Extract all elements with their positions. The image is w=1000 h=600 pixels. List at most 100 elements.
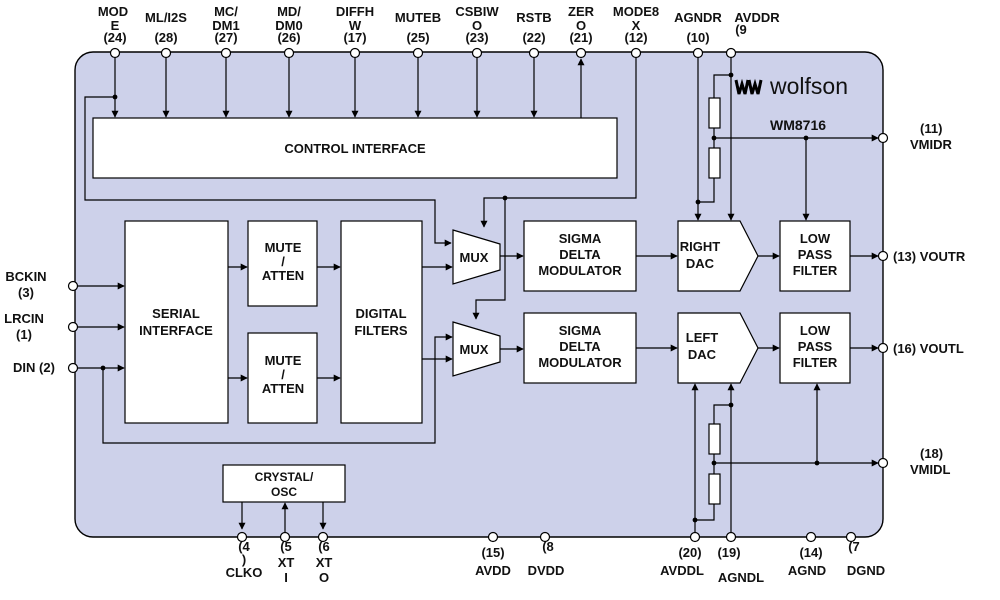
mute-atten-lower-block xyxy=(247,332,318,424)
pin-20-avddl xyxy=(689,531,701,543)
xti-label-2: I xyxy=(284,570,288,585)
pin-6-xto xyxy=(317,531,329,543)
pin-11-vmidr xyxy=(877,132,889,144)
vmidr-number: (11) xyxy=(920,121,942,136)
pin-zero-number: (21) xyxy=(569,30,592,45)
pin-27-mc-dm1 xyxy=(220,47,232,59)
left-dac-label-2: DAC xyxy=(688,347,717,362)
analog-right-wires xyxy=(691,58,879,532)
pin-24-mode xyxy=(109,47,121,59)
mux-upper-label: MUX xyxy=(460,250,489,265)
pin-15-avdd xyxy=(487,531,499,543)
pin-rstb-label: RSTB xyxy=(516,10,551,25)
vmidr-label: VMIDR xyxy=(910,137,953,152)
left-pin-labels: BCKIN (3) LRCIN (1) DIN (2) xyxy=(4,269,55,375)
pin-23-csbiwo xyxy=(471,47,483,59)
pin-17-diffhw xyxy=(349,47,361,59)
lpf-lower-label-2: PASS xyxy=(798,339,833,354)
bottom-pin-labels: (4 ) CLKO (5 XT I (6 XT O (15) AVDD (8 D… xyxy=(226,539,886,585)
pin-ml-i2s-number: (28) xyxy=(154,30,177,45)
avdd-number: (15) xyxy=(481,545,504,560)
left-dac-block xyxy=(677,312,759,384)
agndl-number: (19) xyxy=(717,545,740,560)
pin-1-lrcin xyxy=(67,321,79,333)
agndl-label: AGNDL xyxy=(718,570,764,585)
voutl-label: (16) VOUTL xyxy=(893,341,964,356)
avddl-label: AVDDL xyxy=(660,563,704,578)
sigma-delta-lower-label-3: MODULATOR xyxy=(538,355,622,370)
lrcin-label: LRCIN xyxy=(4,311,44,326)
sigma-delta-lower-block xyxy=(523,312,637,384)
lpf-upper-label: LOW xyxy=(800,231,831,246)
sigma-delta-upper-label-2: DELTA xyxy=(559,247,601,262)
pin-5-xti xyxy=(279,531,291,543)
vmidl-label: VMIDL xyxy=(910,462,951,477)
digital-filters-label: DIGITAL xyxy=(355,306,406,321)
sigma-delta-upper-label-3: MODULATOR xyxy=(538,263,622,278)
vmidl-number: (18) xyxy=(920,446,943,461)
logo-wordmark: wolfson xyxy=(769,73,848,99)
xti-label: XT xyxy=(278,555,295,570)
pin-agndr-number: (10) xyxy=(686,30,709,45)
resistor-r2 xyxy=(708,147,721,179)
right-dac-block xyxy=(677,220,759,292)
pin-diffhw-label: DIFFH xyxy=(336,4,374,19)
pin-mode-label-2: E xyxy=(111,18,120,33)
pin-muteb-number: (25) xyxy=(406,30,429,45)
pin-mode8x-label-2: X xyxy=(632,18,641,33)
lpf-upper-block xyxy=(779,220,851,292)
sigma-delta-lower-label: SIGMA xyxy=(559,323,602,338)
right-pin-labels: (11) VMIDR (13) VOUTR (16) VOUTL (18) VM… xyxy=(893,121,966,477)
mute-atten-upper-label-2: ATTEN xyxy=(262,268,304,283)
sigma-delta-lower-label-2: DELTA xyxy=(559,339,601,354)
mute-atten-lower-label-2: ATTEN xyxy=(262,381,304,396)
wolfson-logo: wolfson xyxy=(734,73,848,99)
resistor-r3 xyxy=(708,423,721,455)
din-label: DIN (2) xyxy=(13,360,55,375)
pin-mode8x-number: (12) xyxy=(624,30,647,45)
pin-3-bckin xyxy=(67,280,79,292)
pin-rstb-number: (22) xyxy=(522,30,545,45)
pin-mc-dm1-number: (27) xyxy=(214,30,237,45)
lrcin-number: (1) xyxy=(16,327,32,342)
mute-atten-lower-label: MUTE xyxy=(265,353,302,368)
lpf-lower-label-3: FILTER xyxy=(793,355,838,370)
serial-interface-label-2: INTERFACE xyxy=(139,323,213,338)
pin-agndr-label: AGNDR xyxy=(674,10,722,25)
pin-zero-label-2: O xyxy=(576,18,586,33)
right-dac-label: RIGHT xyxy=(680,239,721,254)
pin-diffhw-label-2: W xyxy=(349,18,362,33)
mux-lower-label: MUX xyxy=(460,342,489,357)
resistor-r1 xyxy=(708,97,721,129)
pin-25-muteb xyxy=(412,47,424,59)
pin-diffhw-number: (17) xyxy=(343,30,366,45)
control-interface-label: CONTROL INTERFACE xyxy=(284,141,426,156)
mute-atten-lower-slash: / xyxy=(281,367,285,382)
pin-21-zero xyxy=(575,47,587,59)
pin-mc-dm1-label-2: DM1 xyxy=(212,18,239,33)
xti-number: (5 xyxy=(280,539,292,554)
right-dac-label-2: DAC xyxy=(686,256,715,271)
serial-interface-label: SERIAL xyxy=(152,306,200,321)
mute-atten-upper-slash: / xyxy=(281,254,285,269)
bckin-number: (3) xyxy=(18,285,34,300)
pin-9-avddr xyxy=(725,47,737,59)
lpf-lower-label: LOW xyxy=(800,323,831,338)
agnd-number: (14) xyxy=(799,545,822,560)
pin-26-md-dm0 xyxy=(283,47,295,59)
pin-14-agnd xyxy=(805,531,817,543)
dvdd-label: DVDD xyxy=(528,563,565,578)
crystal-osc-label-2: OSC xyxy=(271,485,297,499)
crystal-osc-block xyxy=(222,464,346,503)
signal-path-wires xyxy=(102,252,879,444)
pin-csbiwo-label: CSBIW xyxy=(455,4,499,19)
avddl-number: (20) xyxy=(678,545,701,560)
crystal-osc-label: CRYSTAL/ xyxy=(255,470,314,484)
mute-atten-upper-label: MUTE xyxy=(265,240,302,255)
pin-csbiwo-number: (23) xyxy=(465,30,488,45)
dgnd-label: DGND xyxy=(847,563,885,578)
left-dac-label: LEFT xyxy=(686,330,719,345)
pin-19-agndl xyxy=(725,531,737,543)
lpf-lower-block xyxy=(779,312,851,384)
